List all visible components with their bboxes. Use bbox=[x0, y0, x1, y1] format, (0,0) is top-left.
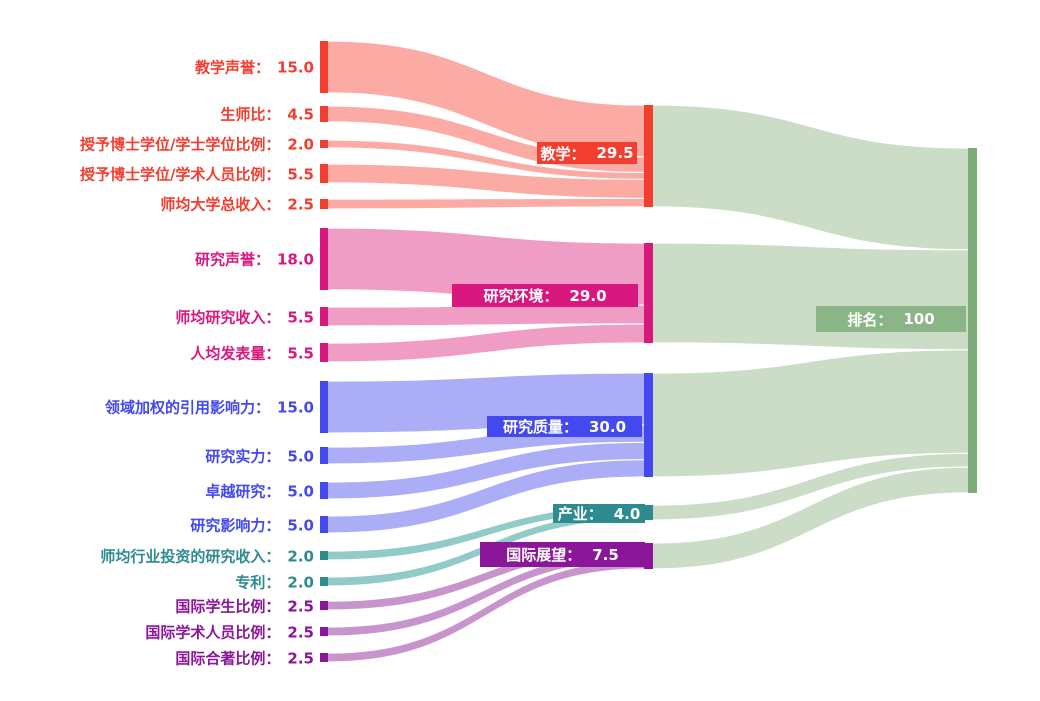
source-node-bar[interactable] bbox=[320, 140, 328, 148]
source-node-bar[interactable] bbox=[320, 482, 328, 499]
flow-source-to-category bbox=[328, 41, 644, 157]
flow-source-to-category bbox=[328, 552, 644, 636]
flow-source-to-category bbox=[328, 373, 644, 433]
flow-category-to-rank bbox=[653, 453, 968, 520]
category-node-bar[interactable] bbox=[644, 373, 653, 477]
source-node-bar[interactable] bbox=[320, 551, 328, 560]
source-node-bar[interactable] bbox=[320, 601, 328, 610]
source-node-bar[interactable] bbox=[320, 447, 328, 464]
flow-category-to-rank bbox=[653, 467, 968, 569]
flow-source-to-category bbox=[328, 324, 644, 362]
flow-source-to-category bbox=[328, 228, 644, 305]
source-node-bar[interactable] bbox=[320, 41, 328, 93]
source-node-bar[interactable] bbox=[320, 627, 328, 636]
flow-category-to-rank bbox=[653, 105, 968, 250]
flow-source-to-category bbox=[328, 442, 644, 499]
flow-category-to-rank bbox=[653, 243, 968, 350]
category-node-bar[interactable] bbox=[644, 543, 653, 569]
category-node-bar[interactable] bbox=[644, 105, 653, 207]
category-node-bar[interactable] bbox=[644, 505, 653, 520]
source-node-bar[interactable] bbox=[320, 516, 328, 533]
rank-node-bar[interactable] bbox=[968, 148, 977, 493]
source-node-bar[interactable] bbox=[320, 343, 328, 362]
flow-source-to-category bbox=[328, 505, 644, 560]
source-node-bar[interactable] bbox=[320, 381, 328, 433]
flow-source-to-category bbox=[328, 543, 644, 610]
flow-source-to-category bbox=[328, 560, 644, 662]
source-node-bar[interactable] bbox=[320, 307, 328, 326]
flow-source-to-category bbox=[328, 198, 644, 209]
flow-source-to-category bbox=[328, 164, 644, 198]
source-node-bar[interactable] bbox=[320, 164, 328, 183]
source-node-bar[interactable] bbox=[320, 228, 328, 290]
flow-source-to-category bbox=[328, 140, 644, 179]
source-node-bar[interactable] bbox=[320, 653, 328, 662]
source-node-bar[interactable] bbox=[320, 577, 328, 586]
flow-source-to-category bbox=[328, 460, 644, 533]
flow-source-to-category bbox=[328, 305, 644, 326]
source-node-bar[interactable] bbox=[320, 199, 328, 209]
source-node-bar[interactable] bbox=[320, 106, 328, 122]
category-node-bar[interactable] bbox=[644, 243, 653, 343]
flow-category-to-rank bbox=[653, 350, 968, 477]
